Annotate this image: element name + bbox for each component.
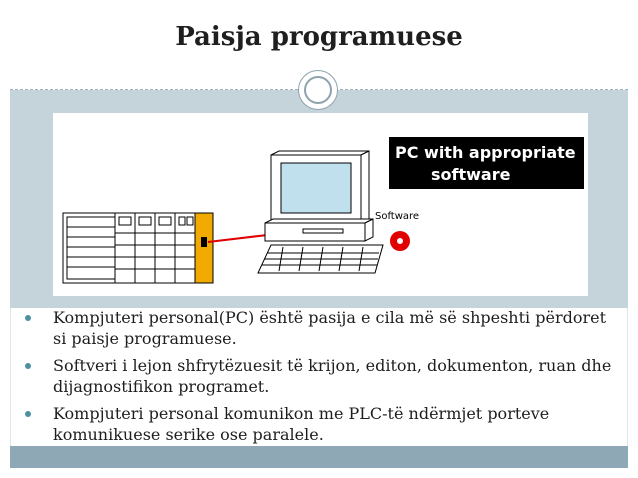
plc-pc-diagram: PC with appropriate software Software bbox=[53, 113, 588, 296]
slide-title: Paisja programuese bbox=[175, 22, 463, 52]
pc-label: PC with appropriate software bbox=[389, 137, 584, 189]
bullet-text: Kompjuteri personal(PC) është pasija e c… bbox=[53, 308, 607, 348]
bullet-text: Kompjuteri personal komunikon me PLC-të … bbox=[53, 404, 550, 444]
divider-circle-inner bbox=[304, 76, 332, 104]
footer-bar bbox=[10, 446, 628, 468]
plc-port bbox=[201, 237, 207, 247]
plc-cpu-slot bbox=[194, 212, 214, 284]
pc-monitor bbox=[270, 150, 370, 224]
pc-system-unit bbox=[264, 218, 374, 242]
divider-circle-ornament bbox=[298, 70, 338, 110]
bullet-icon bbox=[25, 315, 31, 321]
software-label: Software bbox=[375, 211, 420, 222]
pc-keyboard bbox=[257, 244, 384, 274]
bullet-text: Softveri i lejon shfrytëzuesit të krijon… bbox=[53, 356, 612, 396]
bullet-icon bbox=[25, 363, 31, 369]
pc-label-line2: software bbox=[431, 165, 511, 184]
bullet-item: Softveri i lejon shfrytëzuesit të krijon… bbox=[20, 355, 620, 397]
plc-pc-illustration bbox=[62, 150, 410, 284]
plc-rack bbox=[62, 212, 214, 284]
bullet-icon bbox=[25, 411, 31, 417]
pc-label-line1: PC with appropriate bbox=[395, 143, 576, 162]
bullet-item: Kompjuteri personal komunikon me PLC-të … bbox=[20, 403, 620, 445]
bullet-list: Kompjuteri personal(PC) është pasija e c… bbox=[20, 307, 620, 451]
bullet-item: Kompjuteri personal(PC) është pasija e c… bbox=[20, 307, 620, 349]
